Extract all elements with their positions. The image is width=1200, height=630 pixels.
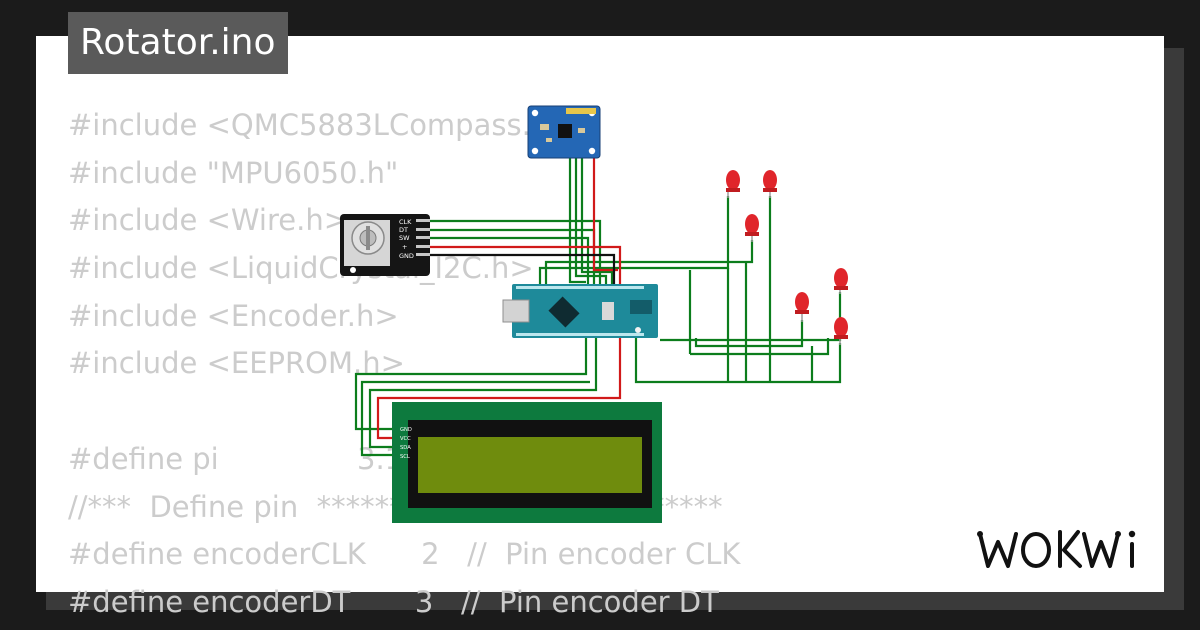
wire-encoder-clk: [430, 219, 602, 286]
lcd-display: GND VCC SDA SCL: [392, 402, 662, 523]
encoder-pin-dt: DT: [399, 226, 408, 234]
led: [763, 170, 777, 198]
led: [726, 170, 740, 198]
lcd-pin-sda: SDA: [400, 445, 411, 451]
wire-led-6: [660, 292, 842, 342]
wire-lcd-vcc: [376, 338, 622, 440]
wire-lcd-scl: [360, 380, 590, 457]
code-line: #include "MPU6050.h": [68, 155, 399, 190]
wire-led-7: [634, 338, 842, 384]
wires: [354, 118, 842, 457]
led: [834, 317, 848, 345]
wire-compass-vcc: [592, 118, 618, 272]
lcd-pin-scl: SCL: [400, 454, 410, 460]
wire-lcd-sda: [368, 338, 598, 449]
wire-encoder-sw: [430, 236, 590, 286]
wokwi-logo: [977, 530, 1136, 568]
code-preview: #include <QMC5883LCompass.h> #include "M…: [68, 102, 740, 627]
wire-encoder-gnd: [430, 253, 616, 286]
wire-led-gnd: [690, 338, 830, 356]
led: [795, 292, 809, 322]
wire-encoder-vcc: [430, 245, 622, 286]
wire-led-5: [694, 320, 804, 348]
code-line: #include <EEPROM.h>: [68, 346, 405, 381]
rotary-encoder: CLK DT SW + GND: [340, 214, 430, 276]
code-line: #define encoderDT 3 // Pin encoder DT: [68, 584, 719, 619]
led-group: [726, 170, 848, 345]
encoder-pin-plus: +: [402, 243, 407, 251]
wire-led-1: [538, 196, 730, 286]
lcd-pin-gnd: GND: [400, 427, 412, 433]
wire-led-3: [544, 240, 754, 286]
wire-compass-sda: [574, 158, 608, 286]
code-line: #include <Encoder.h>: [68, 298, 399, 333]
compass-module: [527, 105, 601, 159]
encoder-pin-gnd: GND: [399, 252, 414, 260]
arduino-nano: [502, 284, 658, 338]
encoder-pin-clk: CLK: [399, 218, 412, 226]
wire-compass-scl: [568, 158, 586, 284]
led: [745, 214, 759, 242]
lcd-pin-vcc: VCC: [400, 436, 411, 442]
code-line: #include <Wire.h>: [68, 203, 349, 238]
project-title: Rotator.ino: [68, 12, 288, 74]
code-line: #define encoderCLK 2 // Pin encoder CLK: [68, 537, 741, 572]
led: [834, 268, 848, 294]
wire-compass-gnd: [580, 158, 614, 286]
encoder-pin-sw: SW: [399, 234, 410, 242]
code-line: #include <QMC5883LCompass.h>: [68, 108, 574, 142]
